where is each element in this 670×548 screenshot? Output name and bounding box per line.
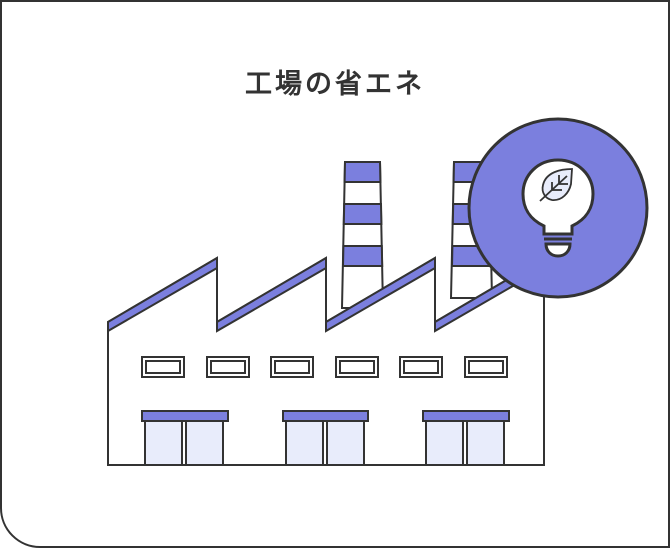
windows [141, 356, 508, 378]
roof-band-3 [325, 256, 436, 333]
leaf-icon [539, 168, 573, 202]
door-2 [282, 410, 369, 466]
roof-band-1 [107, 256, 218, 333]
roof-band-2 [216, 256, 327, 333]
door-3 [422, 410, 510, 466]
door-1 [141, 410, 229, 466]
energy-saving-badge [467, 117, 649, 299]
page-title: 工場の省エネ [245, 69, 425, 100]
chimney-1 [340, 161, 385, 309]
